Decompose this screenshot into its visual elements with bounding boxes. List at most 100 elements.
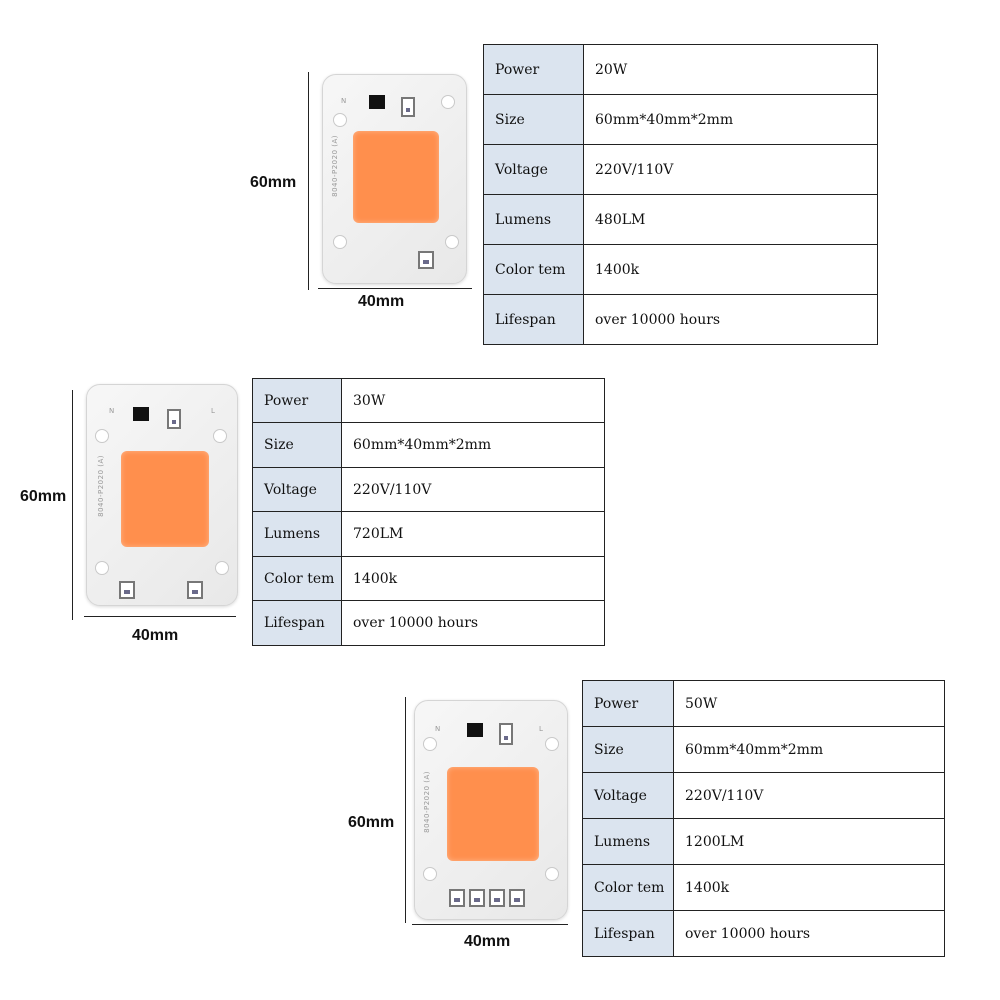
spec-value: 30W (341, 378, 605, 423)
spec-label: Size (252, 422, 342, 468)
height-dimension-line (405, 697, 406, 923)
chip-mark-n: N (109, 407, 115, 415)
spec-value: 1400k (341, 556, 605, 601)
led-emitter (353, 131, 439, 223)
height-label: 60mm (348, 814, 395, 831)
spec-label: Size (582, 726, 674, 773)
mount-hole (441, 95, 455, 109)
width-dimension-line (84, 616, 236, 617)
contact-pad (499, 723, 513, 745)
width-dimension-line (412, 924, 568, 925)
mount-hole (423, 737, 437, 751)
mount-hole (95, 429, 109, 443)
cob-led-chip-image: N L 8040-P2020 (A) (322, 74, 467, 284)
spec-label: Color tem (582, 864, 674, 911)
spec-label: Lifespan (252, 600, 342, 646)
contact-pad (187, 581, 203, 599)
spec-label: Color tem (483, 244, 584, 295)
width-label: 40mm (132, 627, 179, 644)
height-dimension-line (308, 72, 309, 290)
spec-value: over 10000 hours (673, 910, 945, 957)
contact-pad (119, 581, 135, 599)
chip-print-text: 8040-P2020 (A) (331, 135, 339, 197)
chip-mark-l: L (211, 407, 215, 415)
contact-pad (418, 251, 434, 269)
spec-label: Lifespan (582, 910, 674, 957)
contact-pad (449, 889, 465, 907)
spec-label: Lumens (483, 194, 584, 245)
width-dimension-line (318, 288, 472, 289)
spec-value: 1200LM (673, 818, 945, 865)
width-label: 40mm (464, 933, 511, 950)
spec-value: 60mm*40mm*2mm (341, 422, 605, 468)
chip-print-text: 8040-P2020 (A) (423, 771, 431, 833)
chip-mark-l: L (539, 725, 543, 733)
spec-label: Power (483, 44, 584, 95)
cob-led-chip-image: N L 8040-P2020 (A) (414, 700, 568, 920)
spec-value: 60mm*40mm*2mm (673, 726, 945, 773)
spec-label: Voltage (582, 772, 674, 819)
height-label: 60mm (250, 174, 297, 191)
spec-label: Lumens (252, 511, 342, 557)
spec-value: over 10000 hours (583, 294, 878, 345)
width-label: 40mm (358, 293, 405, 310)
spec-label: Voltage (252, 467, 342, 512)
spec-value: over 10000 hours (341, 600, 605, 646)
driver-ic (467, 723, 483, 737)
mount-hole (95, 561, 109, 575)
driver-ic (369, 95, 385, 109)
height-dimension-line (72, 390, 73, 620)
led-emitter (121, 451, 209, 547)
chip-print-text: 8040-P2020 (A) (97, 455, 105, 517)
mount-hole (213, 429, 227, 443)
contact-pad (401, 97, 415, 117)
contact-pad (489, 889, 505, 907)
driver-ic (133, 407, 149, 421)
spec-label: Lumens (582, 818, 674, 865)
mount-hole (445, 235, 459, 249)
spec-value: 60mm*40mm*2mm (583, 94, 878, 145)
spec-value: 220V/110V (673, 772, 945, 819)
height-label: 60mm (20, 488, 67, 505)
spec-value: 50W (673, 680, 945, 727)
spec-value: 20W (583, 44, 878, 95)
spec-value: 480LM (583, 194, 878, 245)
spec-value: 220V/110V (341, 467, 605, 512)
spec-value: 1400k (583, 244, 878, 295)
spec-value: 220V/110V (583, 144, 878, 195)
mount-hole (545, 737, 559, 751)
mount-hole (545, 867, 559, 881)
chip-mark-n: N (341, 97, 347, 105)
spec-label: Color tem (252, 556, 342, 601)
mount-hole (215, 561, 229, 575)
spec-value: 1400k (673, 864, 945, 911)
spec-value: 720LM (341, 511, 605, 557)
contact-pad (509, 889, 525, 907)
spec-label: Voltage (483, 144, 584, 195)
mount-hole (333, 113, 347, 127)
led-emitter (447, 767, 539, 861)
spec-label: Size (483, 94, 584, 145)
mount-hole (423, 867, 437, 881)
spec-label: Power (252, 378, 342, 423)
spec-label: Power (582, 680, 674, 727)
